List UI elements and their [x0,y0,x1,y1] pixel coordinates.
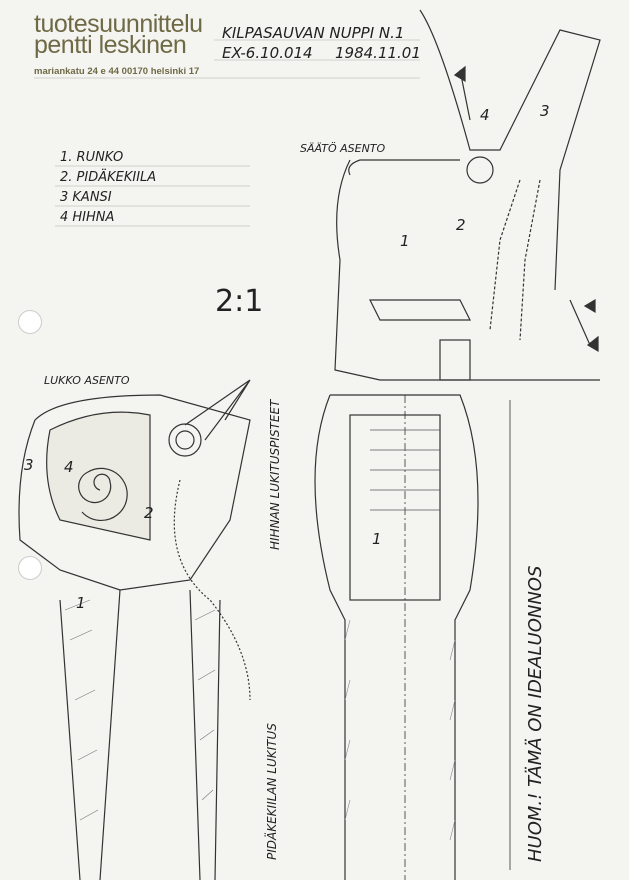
part-item: 3 KANSI [60,190,112,205]
letterhead: tuotesuunnittelu pentti leskinen [34,10,203,59]
callout-3: 3 [540,102,550,120]
callout-2: 2 [144,504,154,522]
callout-3: 3 [24,456,34,474]
part-item: 1. RUNKO [60,150,124,165]
drawing-title: KILPASAUVAN NUPPI N.1 [222,24,405,42]
callout-1: 1 [372,530,382,548]
view-label-lock: LUKKO ASENTO [44,374,130,387]
letterhead-address: mariankatu 24 e 44 00170 helsinki 17 [34,66,200,77]
drawing-date: 1984.11.01 [335,44,421,62]
annotation-note: HUOM.! TÄMÄ ON IDEALUONNOS [525,565,546,862]
punch-hole [18,310,42,334]
part-item: 4 HIHNA [60,210,115,225]
callout-2: 2 [456,216,466,234]
punch-hole [18,556,42,580]
part-item: 2. PIDÄKEKIILA [60,170,157,185]
drawing-code: EX-6.10.014 [222,44,313,62]
annotation-wedge-lock: PIDÄKEKIILAN LUKITUS [265,723,279,860]
callout-1: 1 [400,232,410,250]
callout-4: 4 [480,106,490,124]
scale-label: 2:1 [215,284,264,319]
callout-1: 1 [76,594,86,612]
letterhead-line1: tuotesuunnittelu [34,10,203,38]
letterhead-line2: pentti leskinen [34,31,187,59]
view-label-adjust: SÄÄTÖ ASENTO [300,142,386,155]
callout-4: 4 [64,458,74,476]
annotation-strap-points: HIHNAN LUKITUSPISTEET [268,399,282,550]
